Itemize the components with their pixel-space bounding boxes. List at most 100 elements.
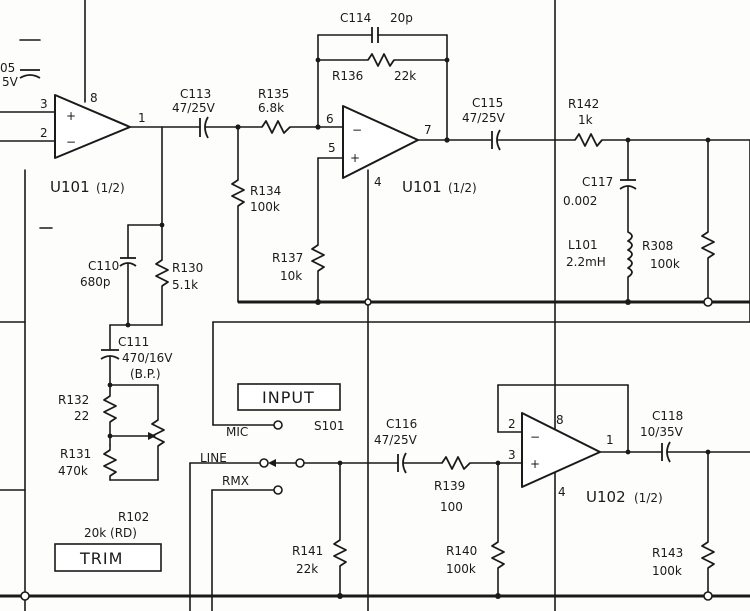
u101a-section: (1/2): [96, 181, 125, 195]
selector-switch-s101: MIC LINE RMX S101: [189, 321, 345, 611]
r140-value: 100k: [446, 562, 476, 576]
u101b-pin-out: 7: [424, 123, 432, 137]
opamp-u101-b: − + 6 5 7 4 U101 (1/2): [317, 105, 477, 246]
r140-ref: R140: [446, 544, 477, 558]
c116-ref: C116: [386, 417, 417, 431]
r130-value: 5.1k: [172, 278, 198, 292]
r139-value: 100: [440, 500, 463, 514]
c117-value: 0.002: [563, 194, 597, 208]
trimmer-r102: R102 20k (RD): [84, 384, 165, 540]
r134-ref: R134: [250, 184, 281, 198]
capacitor-c113: C113 47/25V: [172, 87, 263, 139]
r143-ref: R143: [652, 546, 683, 560]
r136-ref: R136: [332, 69, 363, 83]
u102-sign-plus: +: [530, 457, 540, 471]
r308-value: 100k: [650, 257, 680, 271]
r132-value: 22: [74, 409, 89, 423]
u101b-pin-gnd: 4: [374, 175, 382, 189]
c110-value: 680p: [80, 275, 111, 289]
capacitor-c115: C115 47/25V: [417, 96, 576, 151]
u101b-pin-plus: 5: [328, 141, 336, 155]
r141-ref: R141: [292, 544, 323, 558]
u101a-pin-out: 1: [138, 111, 146, 125]
c114-value: 20p: [390, 11, 413, 25]
resistor-r140: R140 100k: [446, 462, 505, 599]
r135-ref: R135: [258, 87, 289, 101]
u102-pin-pwr: 8: [556, 413, 564, 427]
input-label-box: INPUT: [237, 383, 341, 411]
u101b-sign-minus: −: [352, 123, 362, 137]
resistor-r135: R135 6.8k: [258, 87, 344, 134]
r137-value: 10k: [280, 269, 302, 283]
c111-value: 470/16V: [122, 351, 173, 365]
s101-ref: S101: [314, 419, 345, 433]
l101-value: 2.2mH: [566, 255, 606, 269]
r136-value: 22k: [394, 69, 416, 83]
r132-ref: R132: [58, 393, 89, 407]
capacitor-c117: C117 0.002: [563, 139, 637, 233]
u101b-section: (1/2): [448, 181, 477, 195]
c113-value: 47/25V: [172, 101, 216, 115]
r135-value: 6.8k: [258, 101, 284, 115]
c116-value: 47/25V: [374, 433, 418, 447]
s101-pos-rmx: RMX: [222, 474, 249, 488]
opamp-u101-b-body: [342, 105, 419, 179]
resistor-r308: R308 100k: [212, 139, 750, 323]
c118-value: 10/35V: [640, 425, 684, 439]
r143-value: 100k: [652, 564, 682, 578]
r131-ref: R131: [60, 447, 91, 461]
u102-pin-plus: 3: [508, 448, 516, 462]
opamp-u102-body: [521, 412, 601, 488]
u101b-pin-minus: 6: [326, 112, 334, 126]
bottom-rail-junctions: [20, 298, 372, 601]
u102-name: U102: [586, 488, 626, 506]
u101a-sign-minus: −: [66, 135, 76, 149]
c110-ref: C110: [88, 259, 119, 273]
u102-pin-out: 1: [606, 433, 614, 447]
c114-ref: C114: [340, 11, 371, 25]
s101-contact-line: [259, 458, 269, 468]
capacitor-c110: C110 680p: [80, 224, 163, 326]
u101b-name: U101: [402, 178, 442, 196]
capacitor-c111: C111 470/16V (B.P.): [100, 324, 173, 386]
s101-pos-mic: MIC: [226, 425, 248, 439]
s101-wiper: [295, 458, 305, 468]
u102-pin-gnd: 4: [558, 485, 566, 499]
trim-label: TRIM: [79, 549, 123, 568]
r102-value: 20k (RD): [84, 526, 137, 540]
capacitor-c118: C118 10/35V: [599, 409, 750, 463]
resistor-r142: R142 1k: [568, 97, 750, 147]
resistor-r130: R130 5.1k: [109, 222, 203, 328]
resistor-r143: R143 100k: [652, 451, 715, 601]
u101a-pin-plus: 3: [40, 97, 48, 111]
opamp-u102: − + 2 3 8 1 4 U102 (1/2): [497, 384, 663, 506]
u101b-sign-plus: +: [350, 151, 360, 165]
signal-path-u101a-out: [129, 126, 201, 226]
r130-ref: R130: [172, 261, 203, 275]
r142-ref: R142: [568, 97, 599, 111]
u101a-sign-plus: +: [66, 109, 76, 123]
u101a-name: U101: [50, 178, 90, 196]
inductor-l101: L101 2.2mH: [566, 231, 633, 305]
u101a-pin-pwr: 8: [90, 91, 98, 105]
resistor-r139: R139 100: [434, 456, 523, 514]
c111-note: (B.P.): [130, 367, 161, 381]
c113-ref: C113: [180, 87, 211, 101]
c111-ref: C111: [118, 335, 149, 349]
u102-pin-minus: 2: [508, 417, 516, 431]
c117-ref: C117: [582, 175, 613, 189]
r131-value: 470k: [58, 464, 88, 478]
u101a-pin-minus: 2: [40, 126, 48, 140]
u102-sign-minus: −: [530, 430, 540, 444]
resistor-r134: R134 100k: [231, 124, 281, 303]
input-label: INPUT: [262, 388, 315, 407]
trim-label-box: TRIM: [54, 543, 162, 572]
l101-ref: L101: [568, 238, 598, 252]
resistor-r141: R141 22k: [292, 462, 347, 599]
r134-value: 100k: [250, 200, 280, 214]
resistor-r137: R137 10k: [272, 244, 325, 305]
capacitor-c105: 05 5V: [0, 39, 41, 89]
c105-value: 5V: [2, 75, 19, 89]
